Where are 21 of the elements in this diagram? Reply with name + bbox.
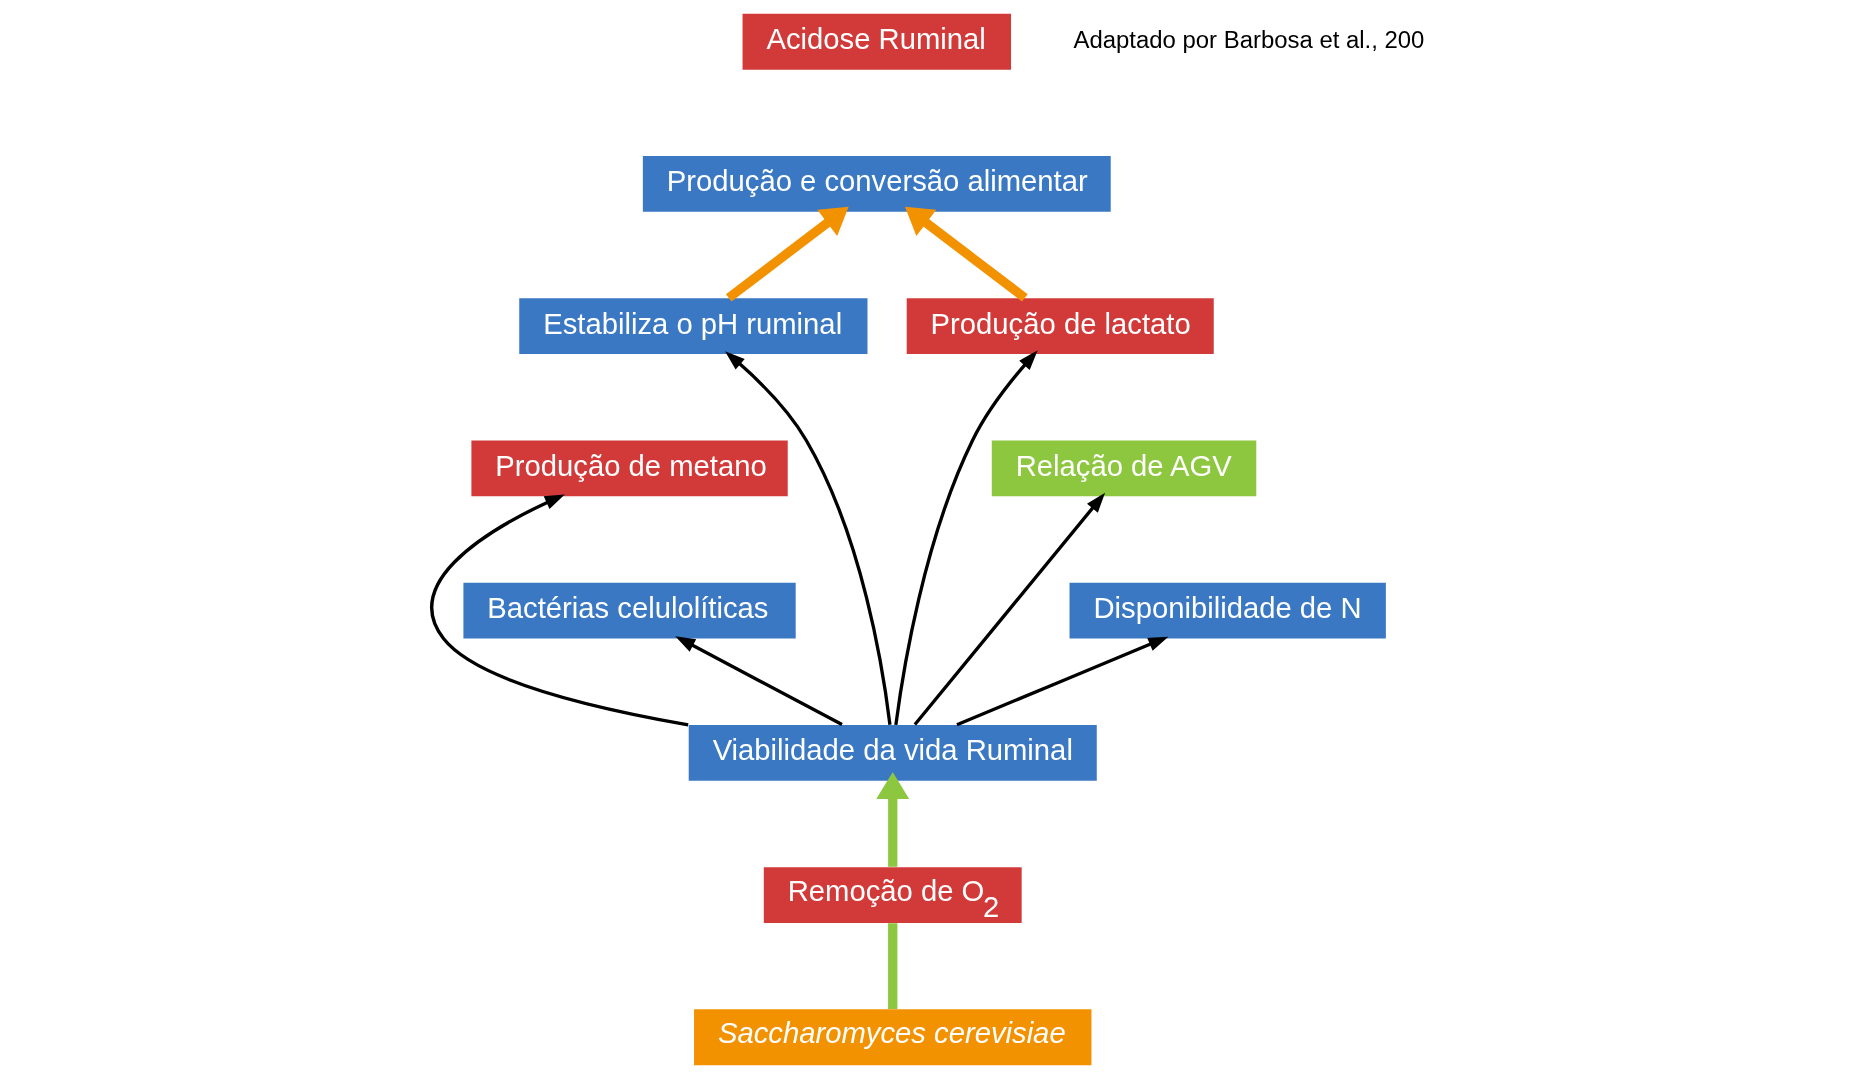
arrow [674,636,843,727]
node-box: Relação de AGV [991,440,1256,497]
arrow [893,350,1038,726]
node-box: Saccharomyces cerevisiae [693,1009,1091,1066]
arrow [955,636,1168,727]
node-box: Produção e conversão alimentar [642,156,1111,212]
label: Adaptado por Barbosa et al., 200 [1073,25,1424,53]
node-box: Viabilidade da vida Ruminal [688,724,1097,781]
arrow [904,206,1028,302]
arrow [725,206,849,302]
connector [887,923,897,1010]
arrow [913,492,1105,726]
node-box: Bactérias celulolíticas [462,582,796,639]
arrow [875,772,909,867]
node-box: Acidose Ruminal [742,13,1011,70]
node-box: Disponibilidade de N [1069,582,1386,639]
node-box: Produção de metano [470,440,788,497]
arrow [429,494,688,727]
node-box: Estabiliza o pH ruminal [518,298,867,355]
arrow [724,351,892,725]
node-box: Produção de lactato [906,298,1214,355]
